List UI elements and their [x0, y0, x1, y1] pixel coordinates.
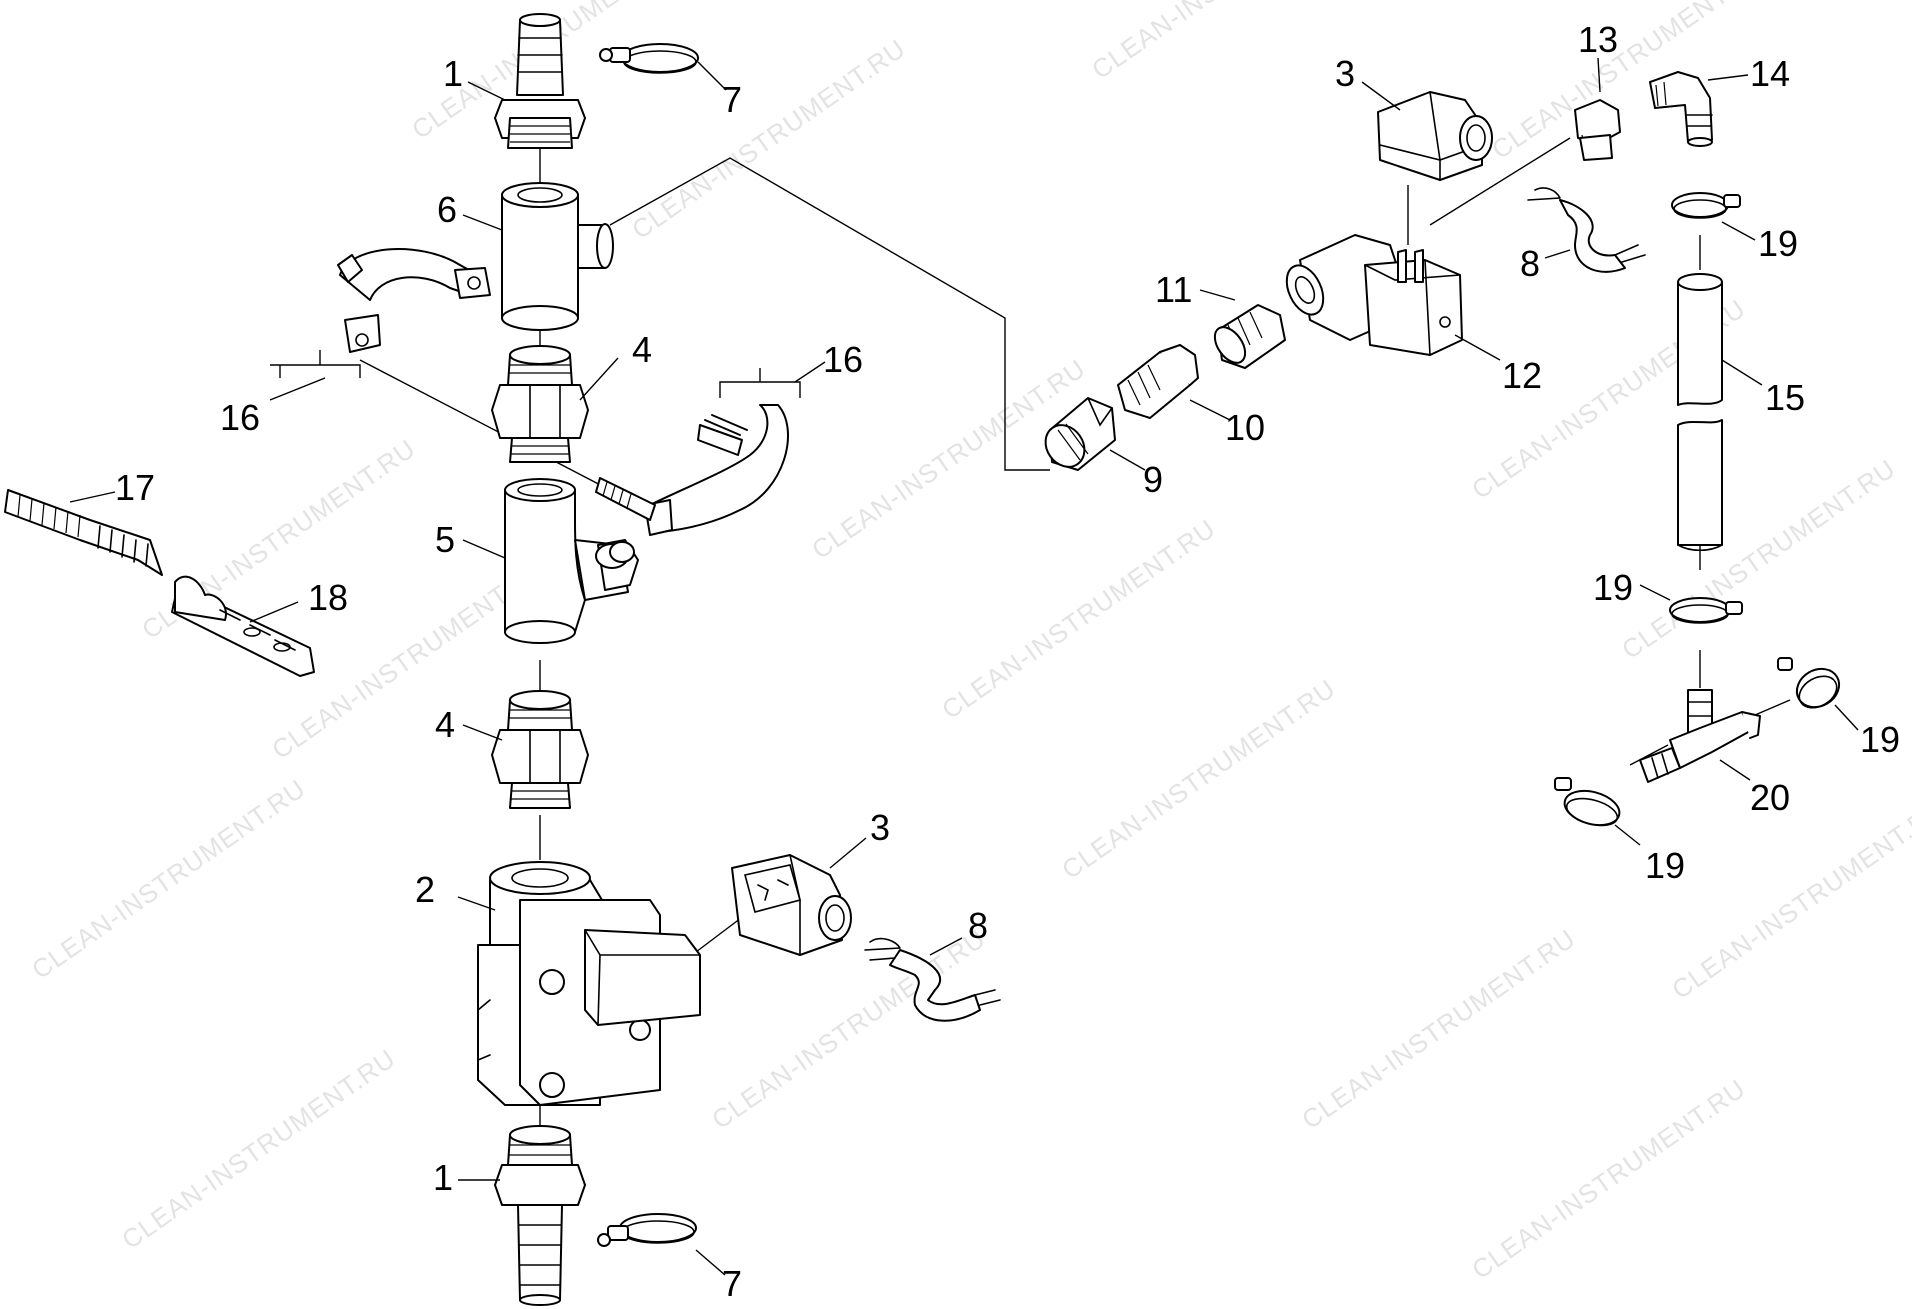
- callout-10: 10: [1225, 407, 1265, 448]
- wood-screw[interactable]: [4, 489, 163, 576]
- bracket-16-left: [269, 350, 361, 401]
- pipe-clamp-right[interactable]: [595, 404, 790, 536]
- callout-15: 15: [1765, 377, 1805, 418]
- callout-16-left: 16: [220, 397, 260, 438]
- watermark: CLEAN-INSTRUMENT.RU: [1616, 453, 1901, 665]
- callout-3-left: 3: [870, 807, 890, 848]
- callout-19-a: 19: [1758, 223, 1798, 264]
- cable-right[interactable]: [1527, 187, 1646, 273]
- callout-17: 17: [115, 467, 155, 508]
- watermark: CLEAN-INSTRUMENT.RU: [116, 1043, 401, 1255]
- watermark: CLEAN-INSTRUMENT.RU: [936, 513, 1221, 725]
- callout-12: 12: [1502, 355, 1542, 396]
- callout-8-left: 8: [968, 905, 988, 946]
- callout-16-right: 16: [823, 339, 863, 380]
- cable-left[interactable]: [864, 937, 1001, 1022]
- callout-19-b: 19: [1593, 567, 1633, 608]
- callout-4-upper: 4: [632, 329, 652, 370]
- bracket-16-right: [719, 361, 826, 398]
- callout-18: 18: [308, 577, 348, 618]
- union-nipple-lower[interactable]: [491, 690, 589, 809]
- hose-clamp-d[interactable]: [1554, 777, 1623, 831]
- pipe-clamp-left[interactable]: [337, 248, 491, 353]
- plug-connector-left[interactable]: [731, 854, 852, 956]
- callout-3-right: 3: [1335, 53, 1355, 94]
- callout-19-c: 19: [1860, 719, 1900, 760]
- watermark: CLEAN-INSTRUMENT.RU: [1086, 0, 1371, 85]
- adapter-fitting[interactable]: [1117, 344, 1199, 419]
- callout-6: 6: [437, 189, 457, 230]
- callout-7-bottom: 7: [722, 1263, 742, 1304]
- solenoid-valve-small[interactable]: [1280, 234, 1463, 356]
- callout-labels: 1 7 6 4 16 16 17 5 18 4 3 2 8 1 7 9 10 1…: [115, 19, 1900, 1304]
- watermark: CLEAN-INSTRUMENT.RU: [26, 773, 311, 985]
- watermark: CLEAN-INSTRUMENT.RU: [1666, 793, 1912, 1005]
- callout-5: 5: [435, 519, 455, 560]
- elbow-barb-fitting[interactable]: [1649, 71, 1713, 147]
- plug-connector-right[interactable]: [1377, 91, 1493, 181]
- callout-4-lower: 4: [435, 704, 455, 745]
- threaded-nipple[interactable]: [1209, 304, 1286, 369]
- hose-barb-fitting-bottom[interactable]: [494, 1125, 586, 1306]
- watermark: CLEAN-INSTRUMENT.RU: [1466, 1073, 1751, 1285]
- callout-19-d: 19: [1645, 845, 1685, 886]
- hose-segment[interactable]: [1677, 273, 1723, 552]
- callout-11: 11: [1155, 269, 1192, 310]
- callout-9: 9: [1143, 459, 1163, 500]
- union-nipple-upper[interactable]: [491, 345, 589, 463]
- watermark: CLEAN-INSTRUMENT.RU: [1296, 923, 1581, 1135]
- callout-1-bottom: 1: [433, 1157, 453, 1198]
- hose-clamp-a[interactable]: [1671, 192, 1741, 219]
- callout-14: 14: [1750, 53, 1790, 94]
- watermark: CLEAN-INSTRUMENT.RU: [1056, 673, 1341, 885]
- callout-8-right: 8: [1520, 243, 1540, 284]
- reducer-nipple[interactable]: [1038, 397, 1116, 474]
- callout-7-top: 7: [722, 79, 742, 120]
- watermark: CLEAN-INSTRUMENT.RU: [1486, 0, 1771, 165]
- watermark-layer: CLEAN-INSTRUMENT.RU CLEAN-INSTRUMENT.RU …: [26, 0, 1912, 1285]
- callout-2: 2: [415, 869, 435, 910]
- assembly-lines: [359, 137, 1791, 1125]
- wall-plug[interactable]: [171, 575, 315, 677]
- callout-20: 20: [1750, 777, 1790, 818]
- callout-leaders: [69, 57, 1859, 1276]
- watermark: CLEAN-INSTRUMENT.RU: [806, 353, 1091, 565]
- tee-fitting[interactable]: [501, 182, 614, 331]
- hose-barb-fitting-top[interactable]: [494, 13, 586, 149]
- plug-screw[interactable]: [1574, 99, 1621, 161]
- hose-clamp-b[interactable]: [1669, 597, 1743, 624]
- callout-13: 13: [1578, 19, 1618, 60]
- hose-clamp-c[interactable]: [1777, 657, 1846, 715]
- hose-clamp-top[interactable]: [599, 43, 699, 74]
- watermark: CLEAN-INSTRUMENT.RU: [706, 923, 991, 1135]
- tee-barb-fitting[interactable]: [1639, 689, 1761, 783]
- callout-1-top: 1: [443, 53, 463, 94]
- solenoid-valve[interactable]: [477, 861, 701, 1106]
- strainer-filter[interactable]: [504, 478, 639, 644]
- hose-clamp-bottom[interactable]: [597, 1213, 697, 1247]
